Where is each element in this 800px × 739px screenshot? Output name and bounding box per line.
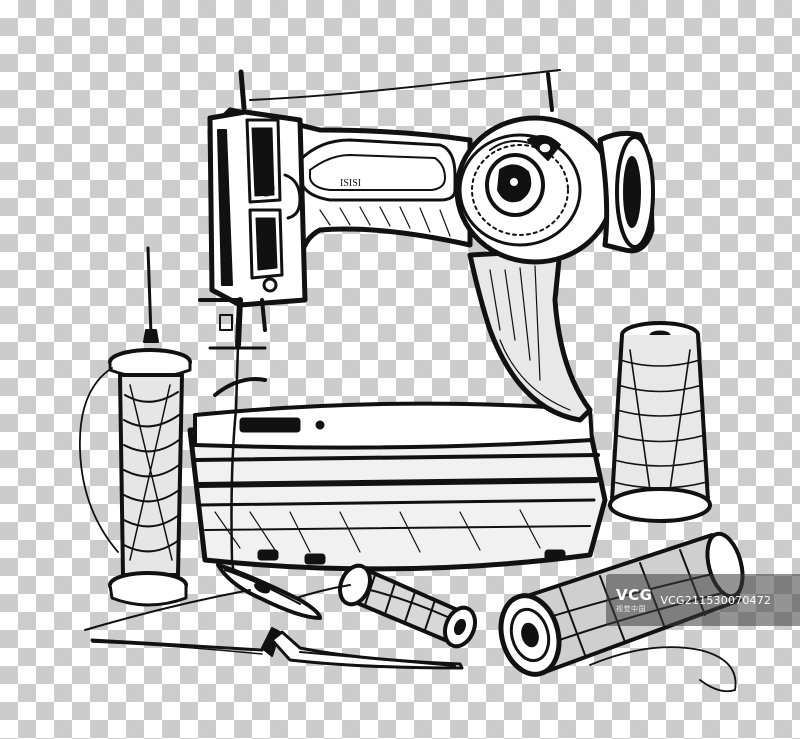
thread-guide-pin xyxy=(546,72,554,112)
machine-foot-mid xyxy=(304,553,326,565)
tall-spool-with-needle xyxy=(79,246,192,607)
machine-foot-right xyxy=(544,549,566,561)
shuttle xyxy=(84,563,322,631)
top-thread xyxy=(249,69,561,101)
small-spool xyxy=(289,563,477,649)
thread-cone xyxy=(608,321,712,523)
seam-ripper xyxy=(90,627,464,670)
bed-plate xyxy=(193,401,594,450)
head-window-bottom xyxy=(248,208,284,280)
head-window-top xyxy=(245,118,282,204)
spool-needle xyxy=(146,246,153,337)
machine-base xyxy=(187,427,608,572)
nameplate-marks: ISISI xyxy=(340,178,361,189)
sewing-machine: ISISI xyxy=(187,107,655,572)
hand-wheel xyxy=(454,115,655,265)
watermark-id: VCG211530070472 xyxy=(660,593,772,607)
watermark: VCG 视觉中国 VCG211530070472 xyxy=(606,574,800,626)
needle-bar xyxy=(235,297,243,348)
machine-foot-left xyxy=(257,549,279,561)
needle-plate xyxy=(239,417,301,433)
watermark-logo: VCG 视觉中国 xyxy=(616,586,653,613)
spool-pin-left xyxy=(238,69,247,111)
tension-knob xyxy=(257,179,275,197)
machine-pillar xyxy=(467,247,593,423)
